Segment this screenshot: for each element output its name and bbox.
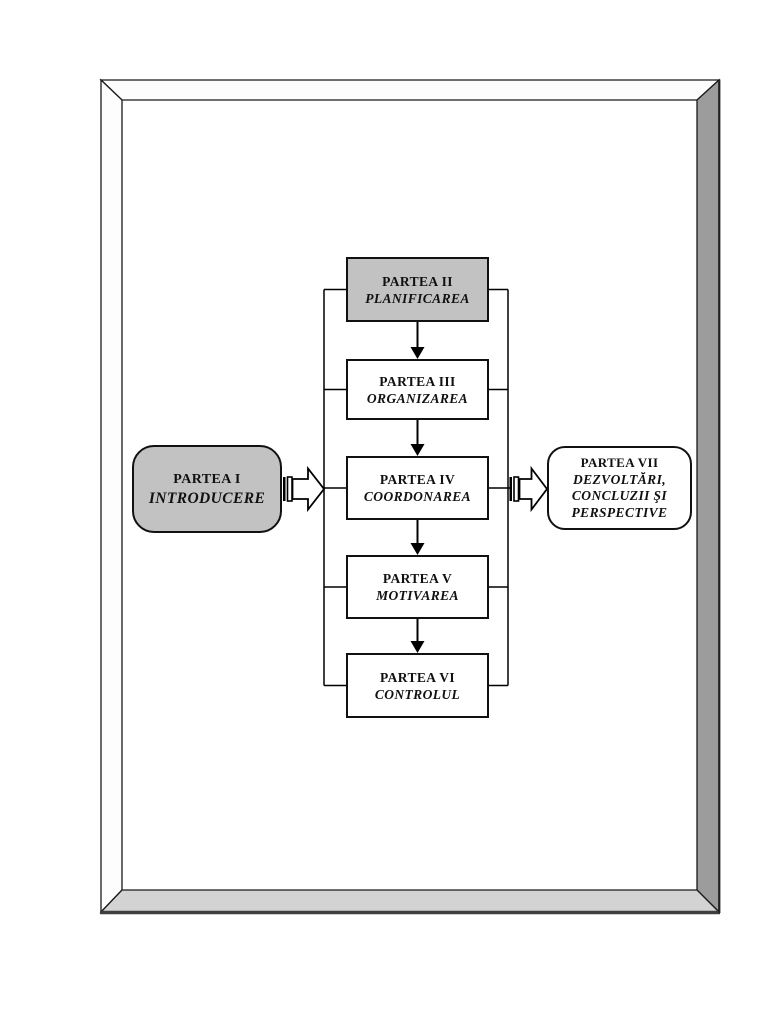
node-partea-2: PARTEA II PLANIFICAREA xyxy=(346,257,489,322)
node-subtitle: PLANIFICAREA xyxy=(365,290,470,306)
node-partea-1: PARTEA I INTRODUCERE xyxy=(132,445,282,533)
down-arrow-icon xyxy=(410,520,425,555)
node-subtitle: CONTROLUL xyxy=(374,686,461,702)
striped-right-arrow-icon xyxy=(509,465,549,513)
frame-left-face xyxy=(100,78,123,914)
node-partea-6: PARTEA VI CONTROLUL xyxy=(346,653,489,718)
flow-down-arrows xyxy=(410,322,425,653)
node-title: PARTEA III xyxy=(379,373,456,389)
node-partea-4: PARTEA IV COORDONAREA xyxy=(346,456,489,520)
node-title: PARTEA VII xyxy=(580,455,659,470)
node-title: PARTEA I xyxy=(173,471,241,487)
node-partea-5: PARTEA V MOTIVAREA xyxy=(346,555,489,619)
down-arrow-icon xyxy=(410,420,425,456)
frame-bottom-face xyxy=(99,889,721,913)
striped-right-arrow-icon xyxy=(283,465,326,513)
node-title: PARTEA II xyxy=(382,273,453,289)
node-title: PARTEA VI xyxy=(379,669,455,685)
node-title: PARTEA IV xyxy=(379,472,456,487)
node-title: PARTEA V xyxy=(382,571,453,586)
right-bracket-line xyxy=(489,288,510,687)
node-subtitle: MOTIVAREA xyxy=(376,588,459,603)
node-partea-7: PARTEA VII DEZVOLTĂRI, CONCLUZII ŞI PERS… xyxy=(547,446,692,530)
node-subtitle: COORDONAREA xyxy=(363,489,472,504)
node-subtitle: ORGANIZAREA xyxy=(366,390,469,406)
page-border-frame xyxy=(99,78,721,915)
down-arrow-icon xyxy=(410,619,425,653)
bracket-connectors xyxy=(323,288,510,687)
node-subtitle-line: DEZVOLTĂRI, xyxy=(572,471,667,487)
node-subtitle-line: PERSPECTIVE xyxy=(571,504,668,520)
node-subtitle: INTRODUCERE xyxy=(148,489,266,507)
frame-top-face xyxy=(99,79,721,101)
left-bracket-line xyxy=(323,288,346,687)
node-partea-3: PARTEA III ORGANIZAREA xyxy=(346,359,489,420)
down-arrow-icon xyxy=(410,322,425,359)
frame-right-face xyxy=(696,78,720,914)
node-subtitle-line: CONCLUZII ŞI xyxy=(571,488,668,503)
